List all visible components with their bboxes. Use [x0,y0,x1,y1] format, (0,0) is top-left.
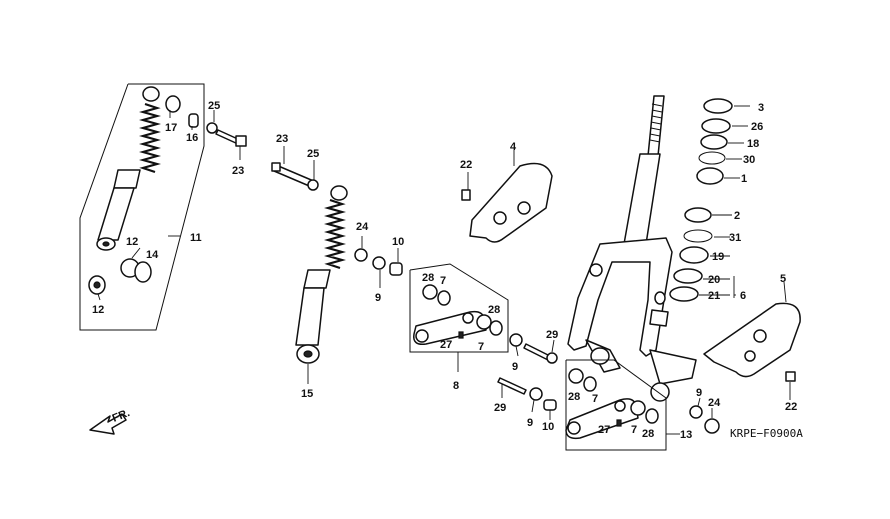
callout-29b: 29 [494,402,506,414]
callout-7a: 7 [440,275,446,287]
callout-10b: 10 [542,421,554,433]
upper-link [354,248,503,346]
callout-9c: 9 [527,417,533,429]
callout-9b: 9 [512,361,518,373]
callout-28c: 28 [568,391,580,403]
steering-stem [623,95,665,245]
callout-2: 2 [734,210,740,222]
diagram-code: KRPE−F0900A [730,427,803,440]
callout-31: 31 [729,232,741,244]
callout-8: 8 [453,380,459,392]
callout-7b: 7 [478,341,484,353]
callout-28a: 28 [422,272,434,284]
front-direction-arrow-icon [89,413,127,435]
fork-cover-right [703,302,801,382]
rear-damper-center [271,162,348,364]
callout-10a: 10 [392,236,404,248]
callout-5: 5 [780,273,786,285]
callout-22a: 22 [460,159,472,171]
fork-cover-left [461,162,553,243]
callout-25a: 25 [208,100,220,112]
bushings-left [88,95,247,295]
callout-27a: 27 [440,339,452,351]
callout-26: 26 [751,121,763,133]
callout-19: 19 [712,251,724,263]
callout-21: 21 [708,290,720,302]
callout-20: 20 [708,274,720,286]
upper-link-box [409,263,509,372]
callout-12a: 12 [126,236,138,248]
front-indicator-label: FR. [111,407,132,425]
callout-7c: 7 [592,393,598,405]
callout-29a: 29 [546,329,558,341]
callout-7d: 7 [631,424,637,436]
leader-lines [97,105,791,420]
callout-28d: 28 [642,428,654,440]
callout-9a: 9 [375,292,381,304]
callout-14: 14 [146,249,159,261]
callout-12b: 12 [92,304,104,316]
callout-13: 13 [680,429,692,441]
callout-1: 1 [741,173,747,185]
callout-23b: 23 [276,133,288,145]
callout-25b: 25 [307,148,319,160]
steering-head-bearings [669,98,735,302]
callout-23a: 23 [232,165,244,177]
callout-24b: 24 [708,397,721,409]
callout-18: 18 [747,138,759,150]
callout-3: 3 [758,102,764,114]
callout-6: 6 [740,290,746,302]
callout-15: 15 [301,388,313,400]
callout-16: 16 [186,132,198,144]
callout-labels: 3 26 18 30 1 2 31 19 20 21 6 5 22 4 22 2… [92,100,797,441]
callout-17: 17 [165,122,177,134]
lower-link [497,333,720,440]
damper-assembly-box [79,83,205,331]
callout-9d: 9 [696,387,702,399]
callout-24a: 24 [356,221,369,233]
callout-27b: 27 [598,424,610,436]
callout-4: 4 [510,141,517,153]
lower-link-box [565,359,680,451]
rear-damper-left [96,86,162,251]
callout-11: 11 [190,232,202,244]
callout-22b: 22 [785,401,797,413]
front-fork [567,237,697,402]
callout-30: 30 [743,154,755,166]
callout-28b: 28 [488,304,500,316]
